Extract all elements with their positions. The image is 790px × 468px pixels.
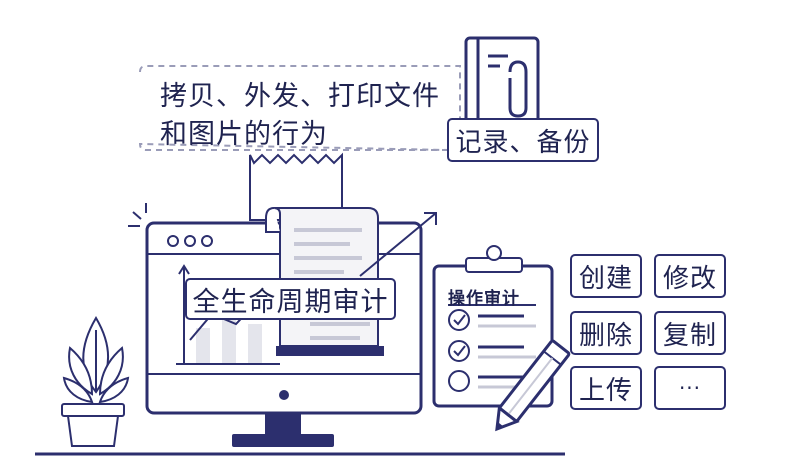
- check-icon: [448, 309, 470, 331]
- action-copy: 复制: [654, 311, 726, 355]
- document-icon: [464, 36, 540, 132]
- clipboard-icon: [432, 245, 554, 408]
- action-upload: 上传: [570, 366, 642, 410]
- lifecycle-audit-label: 全生命周期审计: [185, 278, 396, 320]
- caption-line-1: 拷贝、外发、打印文件: [160, 81, 440, 112]
- action-create: 创建: [570, 254, 642, 298]
- unchecked-icon: [448, 370, 470, 392]
- checklist-title: 操作审计: [448, 289, 520, 309]
- plant-icon: [61, 316, 130, 447]
- pencil-icon: [495, 339, 571, 432]
- growth-chart-icon: [176, 264, 301, 365]
- action-more: ···: [654, 366, 726, 410]
- caption-frame: [138, 65, 461, 151]
- action-modify: 修改: [654, 254, 726, 298]
- action-delete: 删除: [570, 311, 642, 355]
- check-icon: [448, 340, 470, 362]
- caption-line-2: 和图片的行为: [160, 119, 328, 150]
- record-backup-label: 记录、备份: [447, 118, 599, 162]
- arrow-icon: [359, 212, 437, 277]
